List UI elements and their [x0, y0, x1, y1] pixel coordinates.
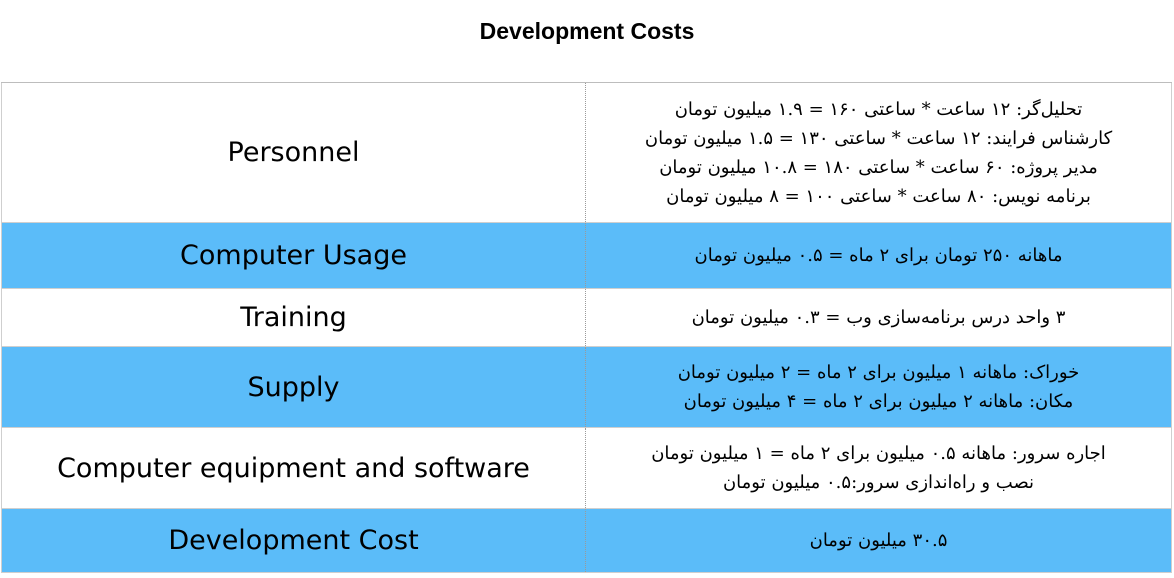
- table-row-training: Training ۳ واحد درس برنامه‌سازی وب = ۰.۳…: [1, 289, 1172, 347]
- row-details: ۳۰.۵ میلیون تومان: [586, 509, 1172, 572]
- detail-line: ۳ واحد درس برنامه‌سازی وب = ۰.۳ میلیون ت…: [691, 307, 1066, 328]
- row-label: Computer Usage: [1, 223, 586, 288]
- detail-line: کارشناس فرایند: ۱۲ ساعت * ساعتی ۱۳۰ = ۱.…: [644, 127, 1113, 149]
- detail-line: ۳۰.۵ میلیون تومان: [809, 530, 948, 551]
- detail-line: مدیر پروژه: ۶۰ ساعت * ساعتی ۱۸۰ = ۱۰.۸ م…: [659, 156, 1098, 178]
- detail-line: تحلیل‌گر: ۱۲ ساعت * ساعتی ۱۶۰ = ۱.۹ میلی…: [674, 98, 1083, 120]
- table-row-computer-equipment: Computer equipment and software اجاره سر…: [1, 428, 1172, 509]
- table-row-computer-usage: Computer Usage ماهانه ۲۵۰ تومان برای ۲ م…: [1, 223, 1172, 289]
- detail-line: اجاره سرور: ماهانه ۰.۵ میلیون برای ۲ ماه…: [651, 443, 1106, 464]
- table-row-supply: Supply خوراک: ماهانه ۱ میلیون برای ۲ ماه…: [1, 347, 1172, 428]
- detail-line: ماهانه ۲۵۰ تومان برای ۲ ماه = ۰.۵ میلیون…: [694, 245, 1063, 266]
- row-details: تحلیل‌گر: ۱۲ ساعت * ساعتی ۱۶۰ = ۱.۹ میلی…: [586, 83, 1172, 222]
- table-title: Development Costs: [479, 18, 695, 44]
- row-details: ماهانه ۲۵۰ تومان برای ۲ ماه = ۰.۵ میلیون…: [586, 223, 1172, 288]
- table-row-personnel: Personnel تحلیل‌گر: ۱۲ ساعت * ساعتی ۱۶۰ …: [1, 83, 1172, 223]
- row-details: اجاره سرور: ماهانه ۰.۵ میلیون برای ۲ ماه…: [586, 428, 1172, 508]
- row-label: Computer equipment and software: [1, 428, 586, 508]
- detail-line: خوراک: ماهانه ۱ میلیون برای ۲ ماه = ۲ می…: [677, 362, 1080, 383]
- detail-line: برنامه نویس: ۸۰ ساعت * ساعتی ۱۰۰ = ۸ میل…: [666, 185, 1091, 207]
- row-details: ۳ واحد درس برنامه‌سازی وب = ۰.۳ میلیون ت…: [586, 289, 1172, 346]
- row-label: Supply: [1, 347, 586, 427]
- row-label: Development Cost: [1, 509, 586, 572]
- detail-line: نصب و راه‌اندازی سرور:۰.۵ میلیون تومان: [722, 472, 1035, 493]
- row-details: خوراک: ماهانه ۱ میلیون برای ۲ ماه = ۲ می…: [586, 347, 1172, 427]
- table-row-development-cost: Development Cost ۳۰.۵ میلیون تومان: [1, 509, 1172, 573]
- detail-line: مکان: ماهانه ۲ میلیون برای ۲ ماه = ۴ میل…: [683, 391, 1074, 412]
- cost-table: Personnel تحلیل‌گر: ۱۲ ساعت * ساعتی ۱۶۰ …: [1, 82, 1172, 573]
- row-label: Training: [1, 289, 586, 346]
- row-label: Personnel: [1, 83, 586, 222]
